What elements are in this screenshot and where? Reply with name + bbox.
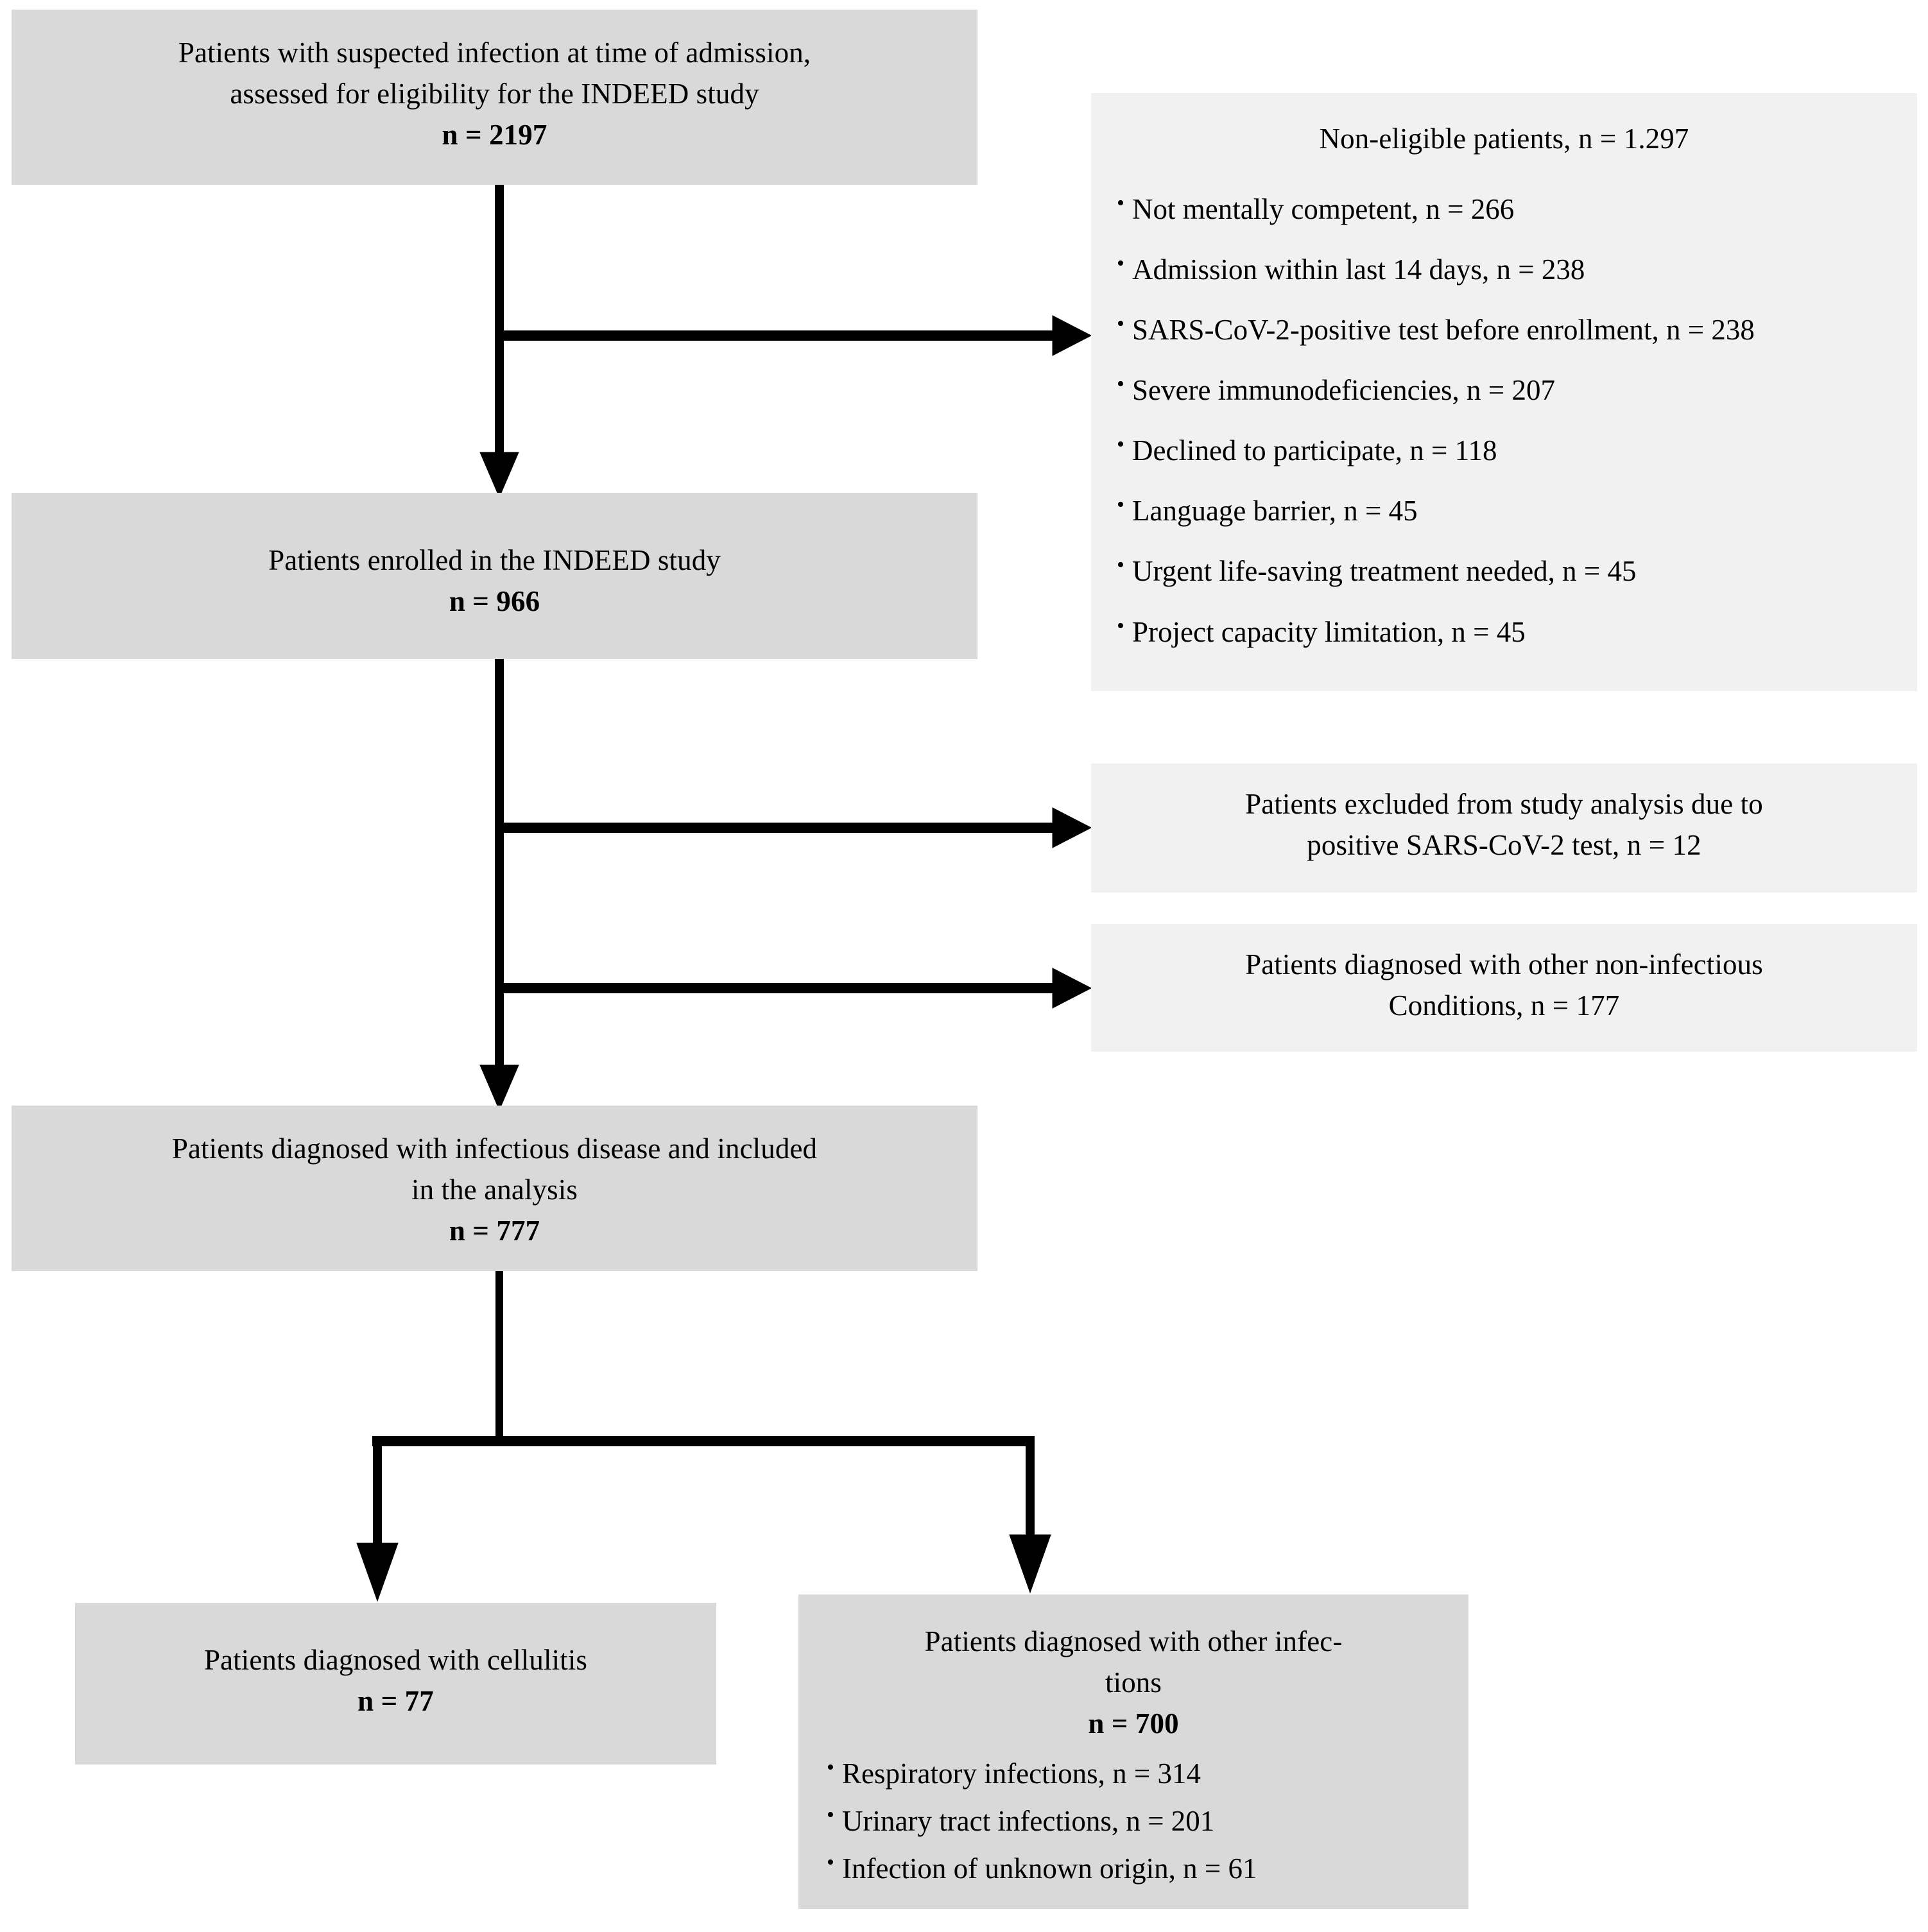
- excluded-covid-line-2: positive SARS-CoV-2 test, n = 12: [1307, 828, 1701, 861]
- node-cellulitis: Patients diagnosed with cellulitis n = 7…: [75, 1603, 716, 1765]
- list-item: Project capacity limitation, n = 45: [1115, 611, 1893, 652]
- list-item: Urgent life-saving treatment needed, n =…: [1115, 551, 1893, 591]
- screened-line-1: Patients with suspected infection at tim…: [178, 37, 811, 69]
- other-infections-breakdown-list: Respiratory infections, n = 314 Urinary …: [825, 1753, 1442, 1896]
- cellulitis-line-1: Patients diagnosed with cellulitis: [203, 1644, 588, 1676]
- list-item: SARS-CoV-2-positive test before enrollme…: [1115, 309, 1893, 350]
- screened-count: n = 2197: [442, 118, 547, 151]
- list-item: Admission within last 14 days, n = 238: [1115, 249, 1893, 289]
- list-item: Urinary tract infections, n = 201: [825, 1800, 1442, 1841]
- other-infections-line-2: tions: [1105, 1666, 1162, 1698]
- list-item: Severe immunodeficiencies, n = 207: [1115, 370, 1893, 410]
- list-item: Respiratory infections, n = 314: [825, 1753, 1442, 1793]
- list-item: Language barrier, n = 45: [1115, 490, 1893, 531]
- analysed-line-2: in the analysis: [411, 1173, 578, 1206]
- other-infections-count: n = 700: [1088, 1707, 1179, 1740]
- list-item: Not mentally competent, n = 266: [1115, 189, 1893, 229]
- non-eligible-reason-list: Not mentally competent, n = 266 Admissio…: [1115, 189, 1893, 672]
- excluded-noninfectious-line-1: Patients diagnosed with other non-infect…: [1245, 948, 1763, 980]
- excluded-covid-line-1: Patients excluded from study analysis du…: [1245, 788, 1763, 820]
- node-screened: Patients with suspected infection at tim…: [12, 10, 977, 185]
- list-item: Declined to participate, n = 118: [1115, 430, 1893, 470]
- screened-line-2: assessed for eligibility for the INDEED …: [230, 77, 759, 110]
- non-eligible-heading: Non-eligible patients, n = 1.297: [1319, 123, 1689, 155]
- node-excluded-covid: Patients excluded from study analysis du…: [1091, 764, 1917, 893]
- node-analysed: Patients diagnosed with infectious disea…: [12, 1106, 977, 1271]
- cellulitis-count: n = 77: [357, 1684, 434, 1717]
- enrolled-line-1: Patients enrolled in the INDEED study: [268, 544, 721, 576]
- node-enrolled: Patients enrolled in the INDEED study n …: [12, 493, 977, 659]
- other-infections-line-1: Patients diagnosed with other infec-: [924, 1625, 1343, 1657]
- node-other-infections: Patients diagnosed with other infec- tio…: [798, 1594, 1468, 1909]
- enrolled-count: n = 966: [449, 585, 540, 617]
- analysed-count: n = 777: [449, 1214, 540, 1247]
- list-item: Infection of unknown origin, n = 61: [825, 1848, 1442, 1888]
- excluded-noninfectious-line-2: Conditions, n = 177: [1388, 989, 1620, 1022]
- node-excluded-noninfectious: Patients diagnosed with other non-infect…: [1091, 924, 1917, 1052]
- analysed-line-1: Patients diagnosed with infectious disea…: [171, 1133, 818, 1165]
- node-non-eligible: Non-eligible patients, n = 1.297 Not men…: [1091, 93, 1917, 691]
